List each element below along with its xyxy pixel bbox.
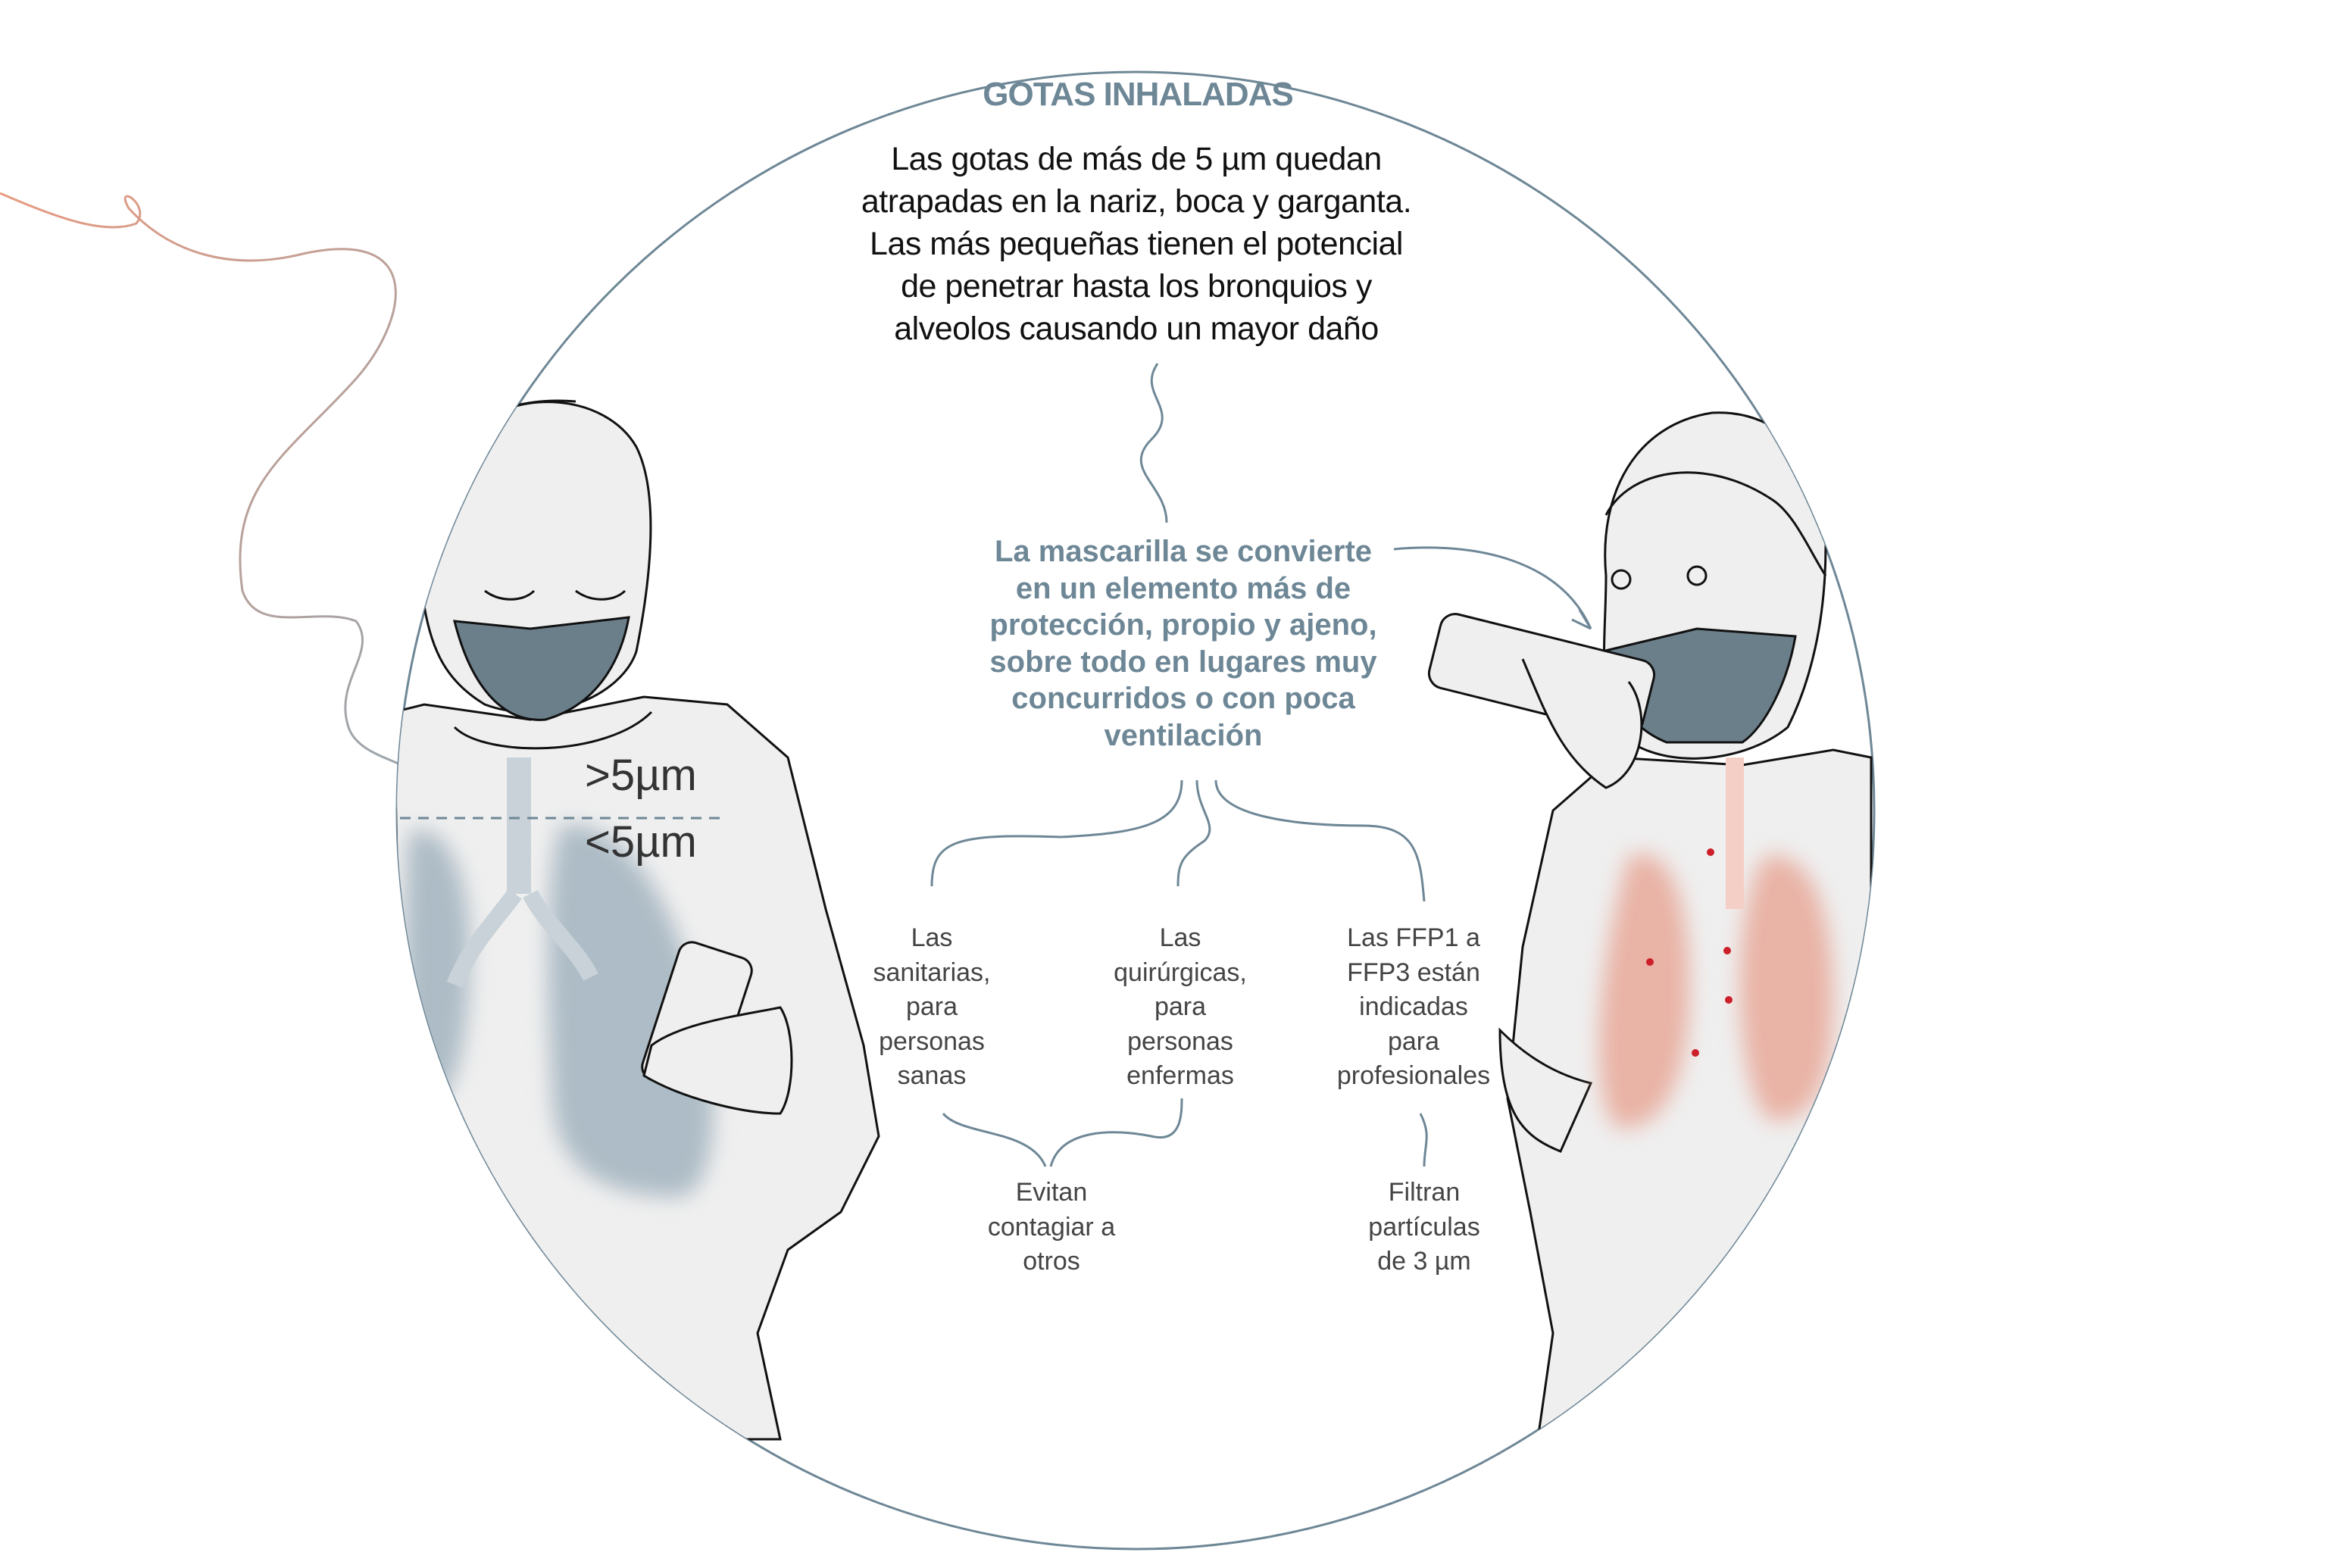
left-face-mask [453,616,630,721]
size-label-below: <5µm [585,817,697,867]
breath-trail [0,192,402,767]
effect-filter-particles: Filtran partículas de 3 µm [1368,1178,1480,1276]
intro-text: Las gotas de más de 5 µm quedan atrapada… [861,141,1412,347]
particle-dots [1646,848,1733,1057]
mask-type-surgical: Las quirúrgicas, para personas enfermas [1114,923,1247,1090]
left-bronchi [446,757,598,989]
mask-type-sanitary: Las sanitarias, para personas sanas [873,923,991,1090]
infographic-title: GOTAS INHALADAS [983,76,1294,113]
size-label-above: >5µm [585,751,697,800]
right-lungs [1599,854,1833,1129]
effect-prevent-contagion: Evitan contagiar a otros [987,1178,1116,1276]
right-person [1427,411,1873,1441]
left-person [397,399,880,1441]
lead-text: La mascarilla se convierte en un element… [989,535,1377,752]
connector-lines [930,363,1592,1167]
arrow-head-icon [1571,609,1592,630]
mask-type-ffp: Las FFP1 a FFP3 están indicadas para pro… [1336,923,1491,1090]
